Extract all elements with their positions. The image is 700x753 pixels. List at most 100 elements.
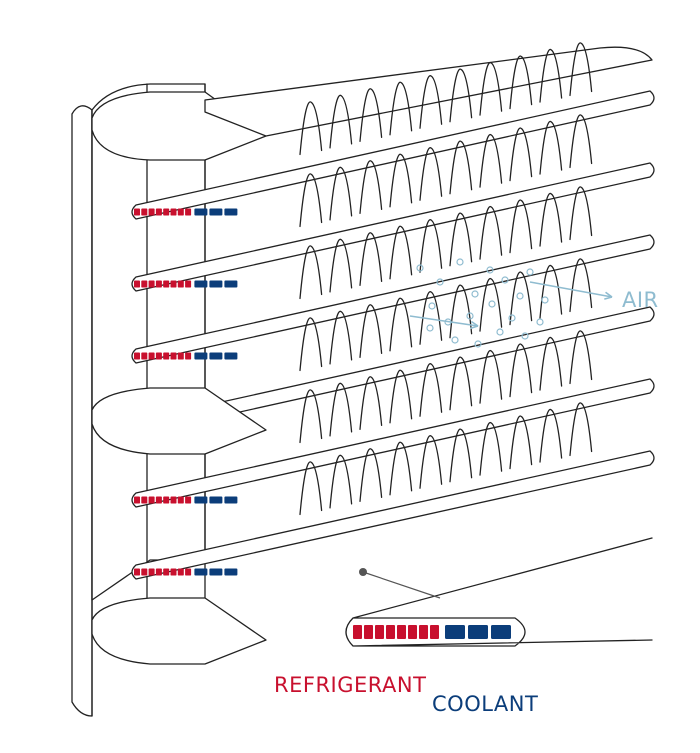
coolant-channel — [194, 496, 208, 504]
air-bubble — [526, 268, 534, 276]
refrigerant-channel — [177, 280, 184, 288]
enlarged-tube-section — [345, 537, 653, 647]
air-arrow — [529, 281, 613, 298]
coolant-channel — [224, 352, 238, 360]
air-arrowhead — [470, 320, 479, 330]
enlarged-refrigerant-channel — [386, 625, 395, 639]
fins — [299, 186, 593, 300]
refrigerant-channel — [155, 496, 162, 504]
header-plate-middle — [91, 387, 267, 455]
refrigerant-channel — [163, 208, 170, 216]
air-bubble — [516, 292, 524, 300]
tube-body — [131, 378, 655, 508]
air-bubble — [436, 278, 444, 286]
refrigerant-channel — [177, 496, 184, 504]
enlarged-refrigerant-channel — [419, 625, 428, 639]
air-bubble — [466, 312, 474, 320]
enlarged-coolant-channel — [468, 625, 488, 639]
fin-row-4 — [299, 258, 593, 372]
tube-6 — [131, 450, 655, 580]
coolant-channel — [194, 568, 208, 576]
tube-2 — [131, 162, 655, 292]
fins — [299, 114, 593, 228]
refrigerant-channel — [134, 208, 140, 216]
tube-body — [131, 234, 655, 364]
enlarged-tube-outline — [345, 537, 653, 647]
fins — [299, 402, 593, 516]
refrigerant-channel — [163, 496, 170, 504]
refrigerant-channel — [134, 280, 140, 288]
air-bubble — [486, 266, 494, 274]
refrigerant-channel — [185, 352, 192, 360]
fin-row-3 — [299, 186, 593, 300]
refrigerant-channel — [177, 208, 184, 216]
refrigerant-channel — [148, 568, 155, 576]
coolant-channel — [209, 568, 223, 576]
refrigerant-channel — [155, 280, 162, 288]
refrigerant-channel — [185, 496, 192, 504]
refrigerant-channel — [163, 568, 170, 576]
air-bubble — [428, 302, 436, 310]
refrigerant-channel — [177, 352, 184, 360]
coolant-channel — [209, 280, 223, 288]
air-bubble — [456, 258, 464, 266]
refrigerant-channel — [141, 568, 148, 576]
tube-1 — [131, 90, 655, 220]
refrigerant-channel — [170, 568, 177, 576]
air-bubble — [451, 336, 459, 344]
air-label: AIR — [622, 288, 659, 312]
fin-row-6 — [299, 402, 593, 516]
refrigerant-channel — [155, 352, 162, 360]
enlarged-coolant-channel — [491, 625, 511, 639]
header-plate-bottom — [91, 597, 267, 665]
refrigerant-channel — [170, 352, 177, 360]
coolant-channel — [224, 568, 238, 576]
refrigerant-channel — [141, 208, 148, 216]
air-bubble — [488, 300, 496, 308]
tube-body — [131, 90, 655, 220]
header-pipe-edge — [71, 105, 93, 717]
air-bubble — [416, 264, 424, 272]
refrigerant-channel — [141, 352, 148, 360]
coolant-channel — [194, 208, 208, 216]
refrigerant-channel — [185, 568, 192, 576]
refrigerant-channel — [185, 208, 192, 216]
tube-3 — [131, 234, 655, 364]
refrigerant-channel — [155, 568, 162, 576]
refrigerant-channel — [163, 352, 170, 360]
enlarged-refrigerant-channel — [353, 625, 362, 639]
coolant-channel — [209, 352, 223, 360]
enlarged-refrigerant-channel — [397, 625, 406, 639]
enlarged-refrigerant-channel — [364, 625, 373, 639]
air-arrowhead — [604, 291, 613, 300]
refrigerant-channel — [177, 568, 184, 576]
coolant-channel — [224, 280, 238, 288]
coolant-channel — [194, 352, 208, 360]
refrigerant-channel — [134, 496, 140, 504]
enlarged-coolant-channel — [445, 625, 465, 639]
refrigerant-label: REFRIGERANT — [274, 673, 427, 697]
pointer-dot — [359, 568, 367, 576]
refrigerant-channel — [185, 280, 192, 288]
air-bubble — [426, 324, 434, 332]
air-bubble — [471, 290, 479, 298]
refrigerant-channel — [148, 496, 155, 504]
enlarged-refrigerant-channel — [408, 625, 417, 639]
air-bubble — [536, 318, 544, 326]
air-bubble — [474, 340, 482, 348]
air-bubble — [521, 332, 529, 340]
air-bubble — [496, 328, 504, 336]
coolant-channel — [224, 208, 238, 216]
enlarged-refrigerant-channel — [430, 625, 439, 639]
tube-5 — [131, 378, 655, 508]
pointer-line — [362, 571, 441, 599]
air-bubble — [501, 276, 509, 284]
tube-body — [131, 450, 655, 580]
refrigerant-channel — [134, 568, 140, 576]
coolant-channel — [224, 496, 238, 504]
air-arrow — [409, 315, 479, 327]
air-bubble — [541, 296, 549, 304]
fin-row-5 — [299, 330, 593, 444]
refrigerant-channel — [148, 352, 155, 360]
